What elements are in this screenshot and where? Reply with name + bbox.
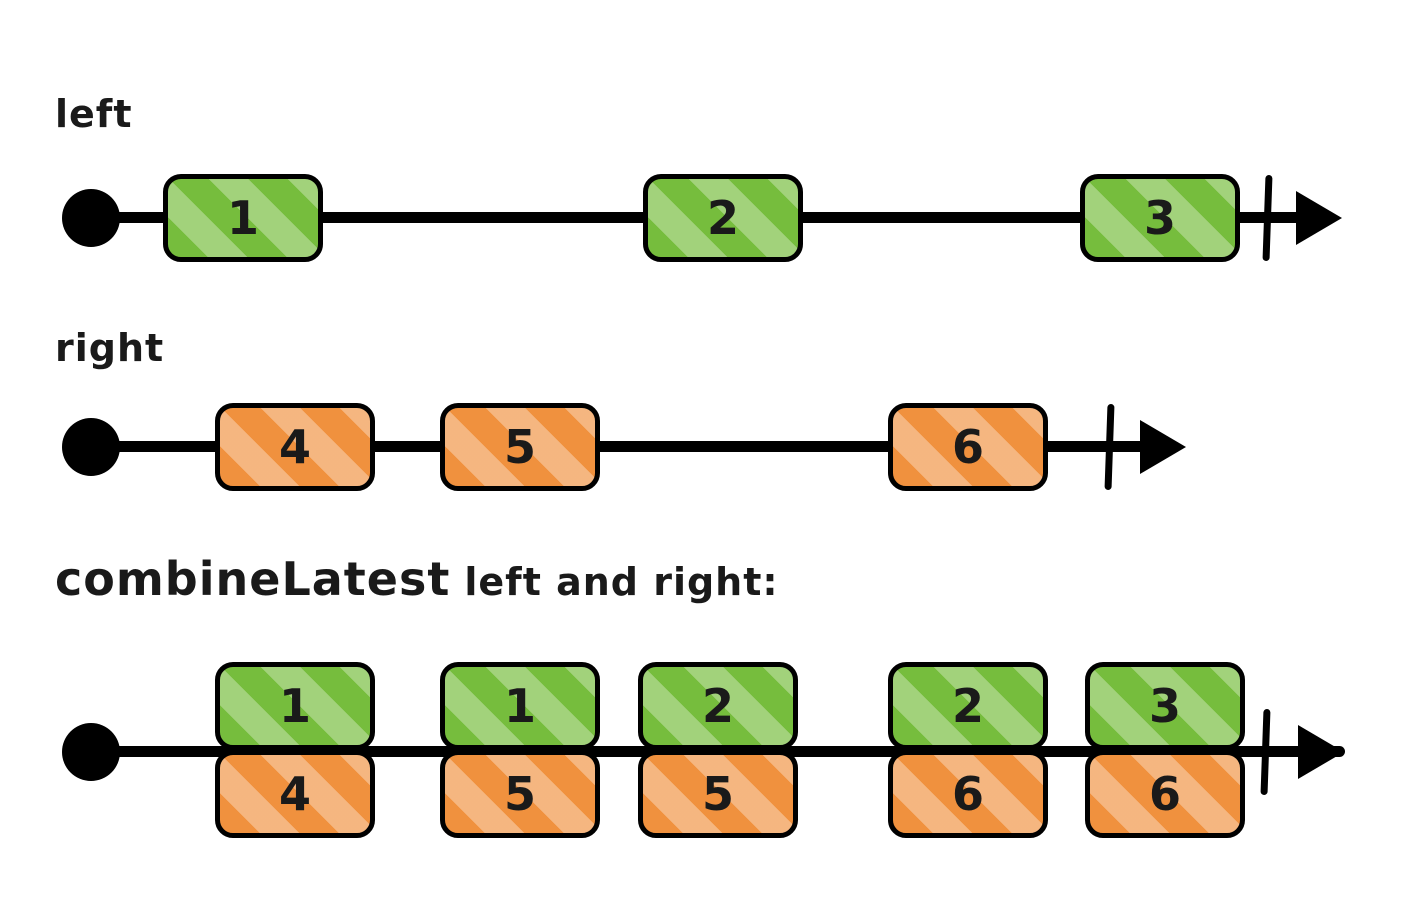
combined-box-bottom: 6 bbox=[888, 750, 1048, 838]
combined-box-bottom: 4 bbox=[215, 750, 375, 838]
combine-operator-name: combineLatest bbox=[55, 552, 451, 606]
event-value: 1 bbox=[226, 191, 259, 245]
event-value: 3 bbox=[1143, 191, 1176, 245]
timeline-end-tick bbox=[1260, 708, 1271, 796]
event-box-right-4: 4 bbox=[215, 403, 375, 491]
event-value: 4 bbox=[278, 767, 311, 821]
timeline-arrow-icon bbox=[1296, 191, 1342, 245]
combined-box-top: 3 bbox=[1085, 662, 1245, 750]
combined-box-bottom: 5 bbox=[638, 750, 798, 838]
timeline-start-dot bbox=[62, 418, 120, 476]
event-box-left-2: 2 bbox=[643, 174, 803, 262]
event-value: 5 bbox=[701, 767, 734, 821]
event-value: 2 bbox=[951, 679, 984, 733]
event-box-left-3: 3 bbox=[1080, 174, 1240, 262]
event-value: 3 bbox=[1148, 679, 1181, 733]
event-value: 6 bbox=[951, 420, 984, 474]
right-stream-label: right bbox=[55, 326, 165, 370]
timeline-end-tick bbox=[1104, 403, 1115, 491]
combined-box-bottom: 6 bbox=[1085, 750, 1245, 838]
event-value: 4 bbox=[278, 420, 311, 474]
event-value: 5 bbox=[503, 767, 536, 821]
combined-box-top: 2 bbox=[888, 662, 1048, 750]
event-value: 2 bbox=[701, 679, 734, 733]
event-value: 2 bbox=[706, 191, 739, 245]
combine-title-rest: left and right: bbox=[464, 560, 779, 604]
timeline-arrow-icon bbox=[1298, 725, 1344, 779]
combined-box-top: 1 bbox=[440, 662, 600, 750]
timeline-end-tick bbox=[1262, 174, 1273, 262]
event-value: 1 bbox=[503, 679, 536, 733]
timeline-start-dot bbox=[62, 723, 120, 781]
event-box-left-1: 1 bbox=[163, 174, 323, 262]
timeline-arrow-icon bbox=[1140, 420, 1186, 474]
event-value: 6 bbox=[1148, 767, 1181, 821]
combined-box-top: 2 bbox=[638, 662, 798, 750]
event-value: 5 bbox=[503, 420, 536, 474]
combined-box-top: 1 bbox=[215, 662, 375, 750]
combine-title: combineLatest left and right: bbox=[55, 552, 779, 606]
event-value: 1 bbox=[278, 679, 311, 733]
timeline-line bbox=[91, 441, 1175, 452]
left-stream-label: left bbox=[55, 92, 133, 136]
event-value: 6 bbox=[951, 767, 984, 821]
timeline-start-dot bbox=[62, 189, 120, 247]
event-box-right-6: 6 bbox=[888, 403, 1048, 491]
combined-box-bottom: 5 bbox=[440, 750, 600, 838]
event-box-right-5: 5 bbox=[440, 403, 600, 491]
